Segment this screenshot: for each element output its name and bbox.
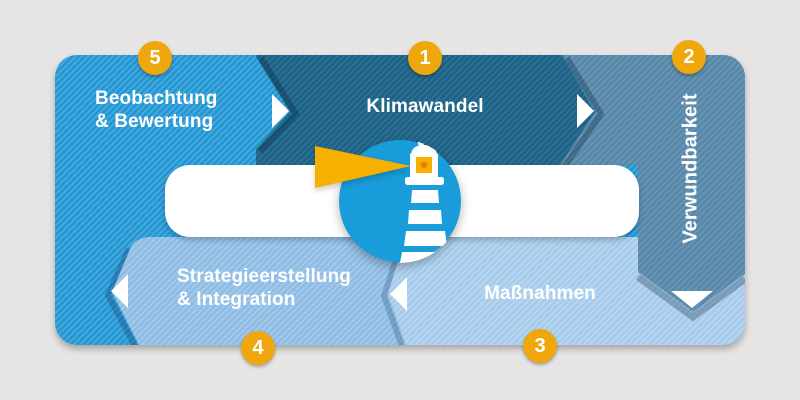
step-4-label: Strategieerstellung & Integration <box>177 265 351 311</box>
chevron-right-icon <box>577 94 594 128</box>
step-5-arrow-shadow <box>257 56 300 154</box>
step-1-badge: 1 <box>408 41 442 75</box>
step-3-label: Maßnahmen <box>484 283 596 304</box>
step-1-segment <box>256 55 595 165</box>
step-5-label-line1: Beobachtung <box>95 88 218 109</box>
chevron-left-icon <box>111 274 128 308</box>
step-2-segment <box>560 55 745 312</box>
step-5-label-line2: & Bewertung <box>95 111 214 132</box>
step-1-label: Klimawandel <box>366 96 484 117</box>
step-4-segment <box>112 237 420 345</box>
step-4-badge: 4 <box>241 331 275 365</box>
step-4-label-line1: Strategieerstellung <box>177 266 352 287</box>
step-1-segment-shadow <box>562 56 605 168</box>
step-2-badge: 2 <box>672 40 706 74</box>
step-5-badge: 5 <box>138 41 172 75</box>
step-2-label: Verwundbarkeit <box>679 93 702 244</box>
step-4-segment-shadow <box>104 247 139 345</box>
step-4-label-line2: & Integration <box>177 289 296 310</box>
chevron-left-icon <box>390 277 407 311</box>
chevron-right-icon <box>272 94 289 128</box>
chevron-down-icon <box>671 291 713 308</box>
light-beam-icon <box>315 146 411 188</box>
step-2-segment-shadow <box>635 274 745 322</box>
lighthouse-icon <box>400 139 451 263</box>
step-3-badge: 3 <box>523 329 557 363</box>
step-5-label: Beobachtung & Bewertung <box>95 87 218 133</box>
